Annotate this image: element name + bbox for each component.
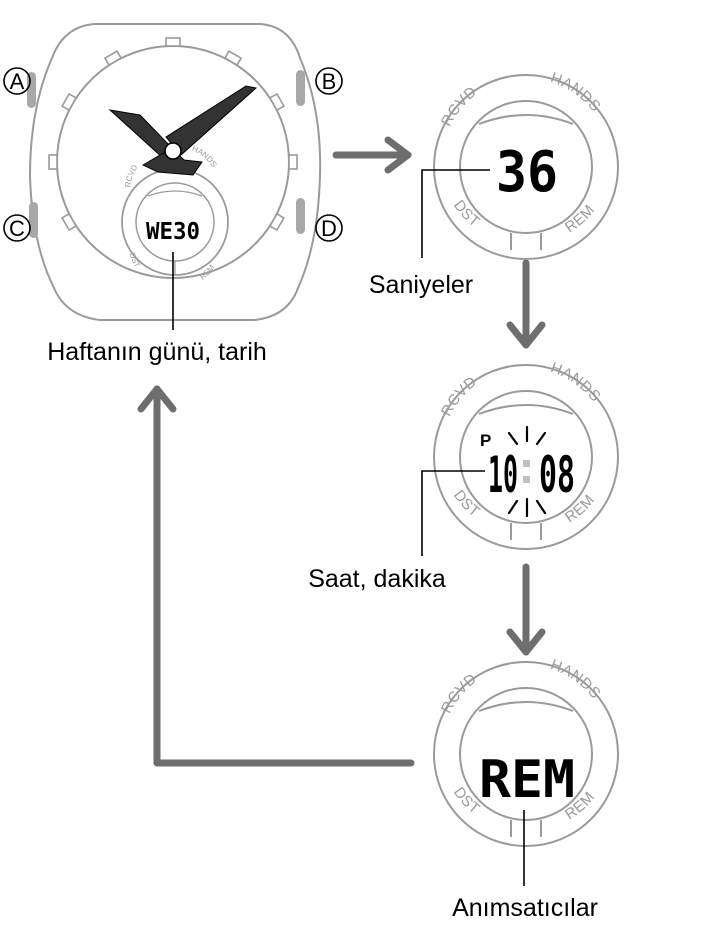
- time-caption: Saat, dakika: [308, 565, 446, 593]
- button-label-a: A: [3, 67, 31, 95]
- time-leader: [421, 470, 485, 556]
- watch-case: [28, 23, 322, 321]
- blink-rays-icon: [507, 425, 547, 518]
- arrow-down-2: [506, 563, 546, 656]
- arrow-down-1: [506, 259, 546, 349]
- svg-text:D: D: [321, 216, 337, 241]
- button-a[interactable]: [27, 72, 36, 108]
- button-label-d: D: [315, 214, 343, 242]
- arrow-right: [332, 136, 412, 174]
- hour-markers: [48, 37, 298, 232]
- button-d[interactable]: [296, 198, 305, 234]
- reminder-display: REM: [479, 750, 575, 810]
- main-watch: A B C D RCVD HANDS DST REM WE30: [3, 23, 343, 366]
- button-c[interactable]: [29, 202, 38, 238]
- subdial-display: WE30: [146, 219, 200, 245]
- minute-hand: [165, 85, 258, 156]
- seconds-display: 36: [496, 140, 558, 205]
- watch-hands: [108, 85, 258, 176]
- main-watch-caption: Haftanın günü, tarih: [47, 338, 267, 366]
- seconds-leader: [421, 169, 490, 258]
- hour-hand: [108, 109, 173, 159]
- seconds-screen: RCVD HANDS DST REM 36 Saniyeler: [369, 69, 619, 299]
- button-label-c: C: [3, 214, 31, 242]
- svg-text:B: B: [322, 69, 337, 94]
- button-b[interactable]: [296, 70, 305, 106]
- svg-text:A: A: [10, 69, 25, 94]
- pm-indicator: P: [480, 431, 491, 450]
- arrow-return: [137, 385, 415, 767]
- colon-blink: [523, 460, 530, 483]
- seconds-caption: Saniyeler: [369, 271, 473, 299]
- svg-text:C: C: [9, 216, 25, 241]
- minutes-display: 08: [539, 446, 575, 504]
- flow-arrows: [137, 136, 546, 767]
- reminder-caption: Anımsatıcılar: [452, 894, 598, 922]
- reminder-screen: RCVD HANDS DST REM REM Anımsatıcılar: [433, 656, 619, 922]
- time-screen: RCVD HANDS DST REM P 10 08 Saat, dakika: [308, 359, 619, 593]
- hours-display: 10: [488, 446, 518, 504]
- button-label-b: B: [315, 67, 343, 95]
- hand-pivot: [164, 142, 182, 160]
